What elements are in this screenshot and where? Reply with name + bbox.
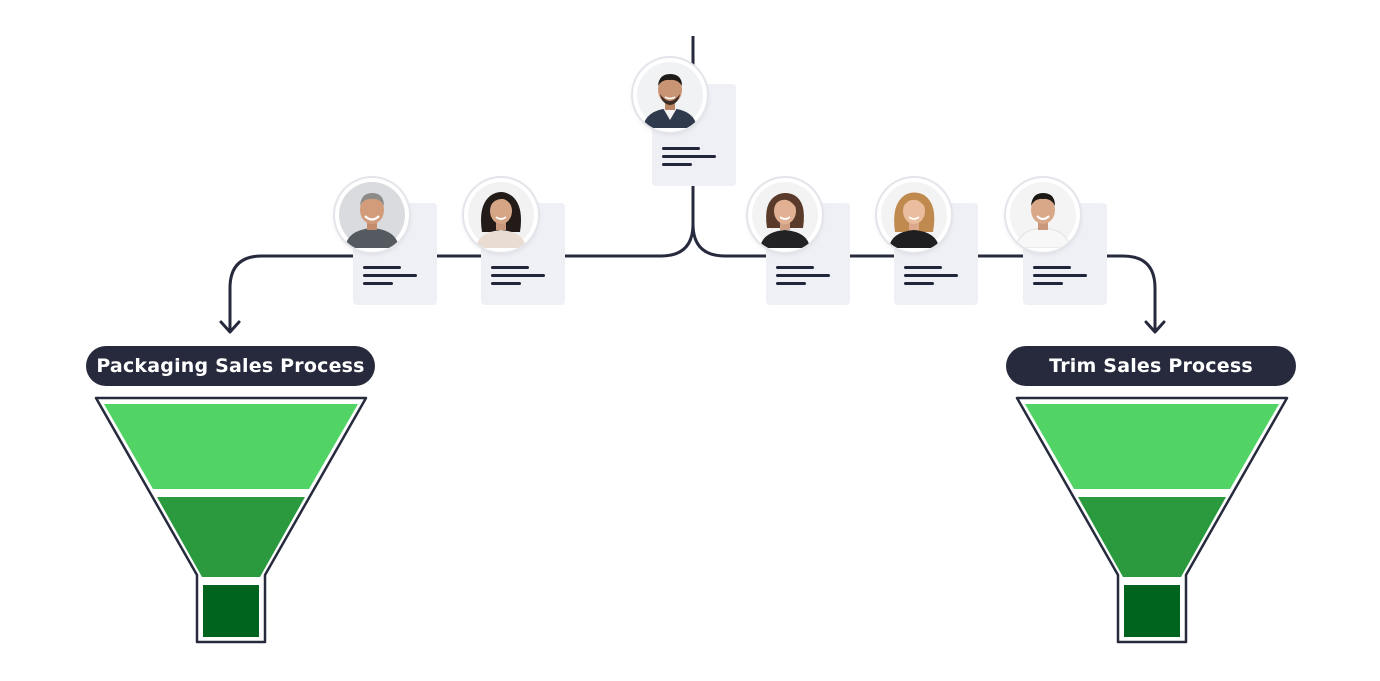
right-branch-line: [691, 223, 1157, 330]
packaging-sales-process-label: Packaging Sales Process: [86, 346, 375, 386]
card-text-line: [363, 282, 393, 285]
card-text-line: [904, 282, 934, 285]
card-text-line: [904, 274, 958, 277]
right-member-1-avatar: [748, 178, 822, 252]
left-funnel-bottom-stage: [203, 585, 259, 637]
card-text-line: [1033, 266, 1071, 269]
left-funnel-middle-stage: [157, 497, 305, 577]
person-avatar-icon: [339, 182, 405, 248]
top-stem-line: [228, 36, 695, 330]
top-person-avatar: [633, 58, 707, 132]
card-text-line: [1033, 274, 1087, 277]
card-text-line: [491, 266, 529, 269]
card-text-line: [491, 282, 521, 285]
trim-sales-process-label: Trim Sales Process: [1006, 346, 1296, 386]
right-member-3-avatar: [1006, 178, 1080, 252]
left-member-2-avatar: [464, 178, 538, 252]
card-text-line: [662, 163, 692, 166]
person-avatar-icon: [881, 182, 947, 248]
person-avatar-icon: [1010, 182, 1076, 248]
right-arrow-head: [1144, 320, 1166, 334]
card-text-line: [1033, 282, 1063, 285]
right-member-2-avatar: [877, 178, 951, 252]
person-avatar-icon: [637, 62, 703, 128]
card-text-line: [776, 274, 830, 277]
person-avatar-icon: [752, 182, 818, 248]
card-text-line: [776, 266, 814, 269]
card-text-line: [363, 274, 417, 277]
left-funnel-top-stage: [104, 404, 358, 489]
right-funnel-top-stage: [1025, 404, 1279, 489]
card-text-line: [491, 274, 545, 277]
card-text-line: [662, 155, 716, 158]
left-arrow-head: [219, 320, 241, 334]
person-avatar-icon: [468, 182, 534, 248]
right-funnel-middle-stage: [1078, 497, 1226, 577]
card-text-line: [662, 147, 700, 150]
right-funnel-bottom-stage: [1124, 585, 1180, 637]
left-funnel: [94, 396, 368, 644]
left-member-1-avatar: [335, 178, 409, 252]
card-text-line: [904, 266, 942, 269]
card-text-line: [363, 266, 401, 269]
right-funnel: [1015, 396, 1289, 644]
card-text-line: [776, 282, 806, 285]
